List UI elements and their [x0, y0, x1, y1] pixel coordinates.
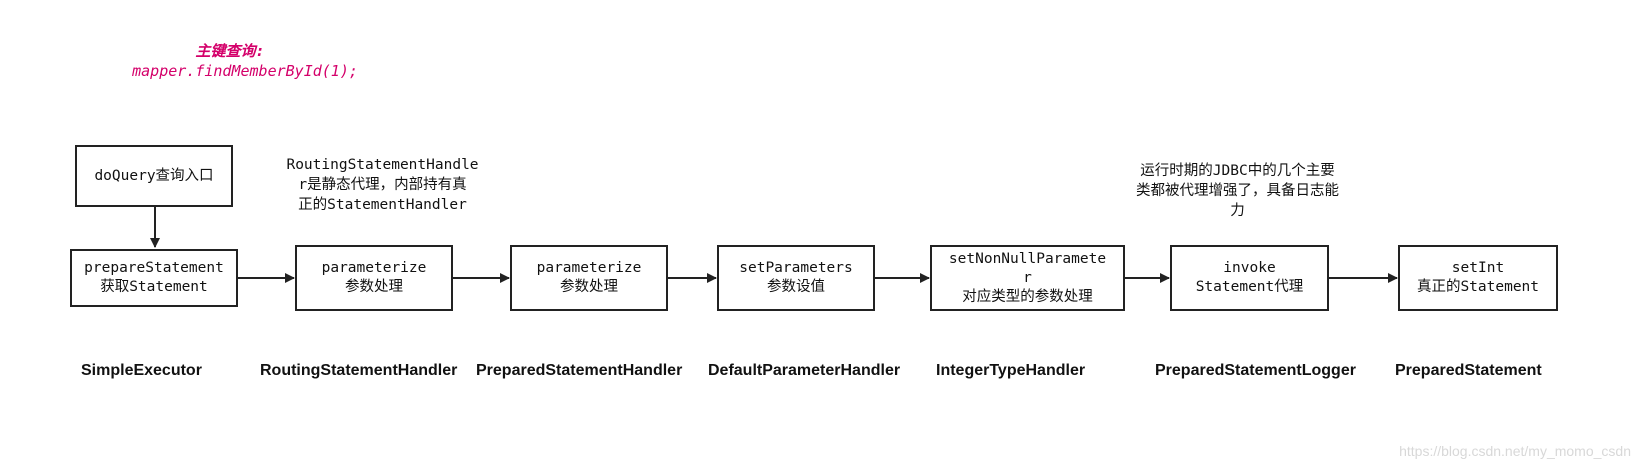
note-routing-handler: RoutingStatementHandle r是静态代理，内部持有真 正的St… — [270, 155, 495, 215]
class-prepared-statement: PreparedStatement — [1395, 362, 1542, 379]
box-invoke: invoke Statement代理 — [1170, 245, 1329, 311]
class-prepared-statement-handler: PreparedStatementHandler — [476, 362, 683, 379]
class-default-parameter-handler: DefaultParameterHandler — [708, 362, 901, 379]
box-invoke-line-2: Statement代理 — [1195, 279, 1304, 295]
box-prepare-statement: prepareStatement 获取Statement — [70, 249, 238, 307]
box-routing-param-line-2: 参数处理 — [345, 279, 403, 295]
diagram-title: 主键查询: — [195, 42, 265, 60]
box-prepared-parameterize: parameterize 参数处理 — [510, 245, 668, 311]
box-prepared-param-line-2: 参数处理 — [560, 279, 618, 295]
box-routing-param-line-1: parameterize — [321, 260, 427, 276]
box-invoke-line-1: invoke — [1223, 260, 1276, 276]
box-prepare-line-1: prepareStatement — [84, 260, 224, 276]
box-prepared-param-line-1: parameterize — [536, 260, 642, 276]
note-jdbc-line-1: 运行时期的JDBC中的几个主要 — [1140, 163, 1335, 179]
box-set-int: setInt 真正的Statement — [1398, 245, 1558, 311]
note-routing-line-3: 正的StatementHandler — [298, 197, 467, 213]
box-nonnull-line-1: setNonNullParamete — [948, 250, 1107, 267]
note-jdbc-line-3: 力 — [1230, 203, 1245, 219]
box-set-parameters: setParameters 参数设值 — [717, 245, 875, 311]
box-nonnull-line-2: r — [1023, 269, 1032, 286]
box-prepare-line-2: 获取Statement — [100, 279, 208, 295]
diagram-code: mapper.findMemberById(1); — [132, 62, 358, 80]
box-doquery-line-1: doQuery查询入口 — [94, 167, 214, 184]
note-routing-line-1: RoutingStatementHandle — [286, 157, 479, 173]
box-doquery: doQuery查询入口 — [75, 145, 233, 207]
note-jdbc-proxy: 运行时期的JDBC中的几个主要 类都被代理增强了，具备日志能 力 — [1110, 161, 1365, 221]
class-routing-statement-handler: RoutingStatementHandler — [260, 362, 458, 379]
note-jdbc-line-2: 类都被代理增强了，具备日志能 — [1136, 183, 1339, 199]
box-setint-line-1: setInt — [1451, 260, 1505, 276]
box-set-params-line-1: setParameters — [739, 260, 853, 276]
class-prepared-statement-logger: PreparedStatementLogger — [1155, 362, 1356, 379]
box-routing-parameterize: parameterize 参数处理 — [295, 245, 453, 311]
box-set-params-line-2: 参数设值 — [767, 279, 825, 295]
box-nonnull-line-3: 对应类型的参数处理 — [962, 288, 1093, 305]
class-simple-executor: SimpleExecutor — [81, 362, 202, 379]
class-integer-type-handler: IntegerTypeHandler — [936, 362, 1086, 379]
box-setint-line-2: 真正的Statement — [1416, 279, 1540, 295]
box-set-nonnull-parameter: setNonNullParamete r 对应类型的参数处理 — [930, 245, 1125, 311]
watermark: https://blog.csdn.net/my_momo_csdn — [1399, 443, 1631, 459]
note-routing-line-2: r是静态代理，内部持有真 — [298, 177, 467, 193]
